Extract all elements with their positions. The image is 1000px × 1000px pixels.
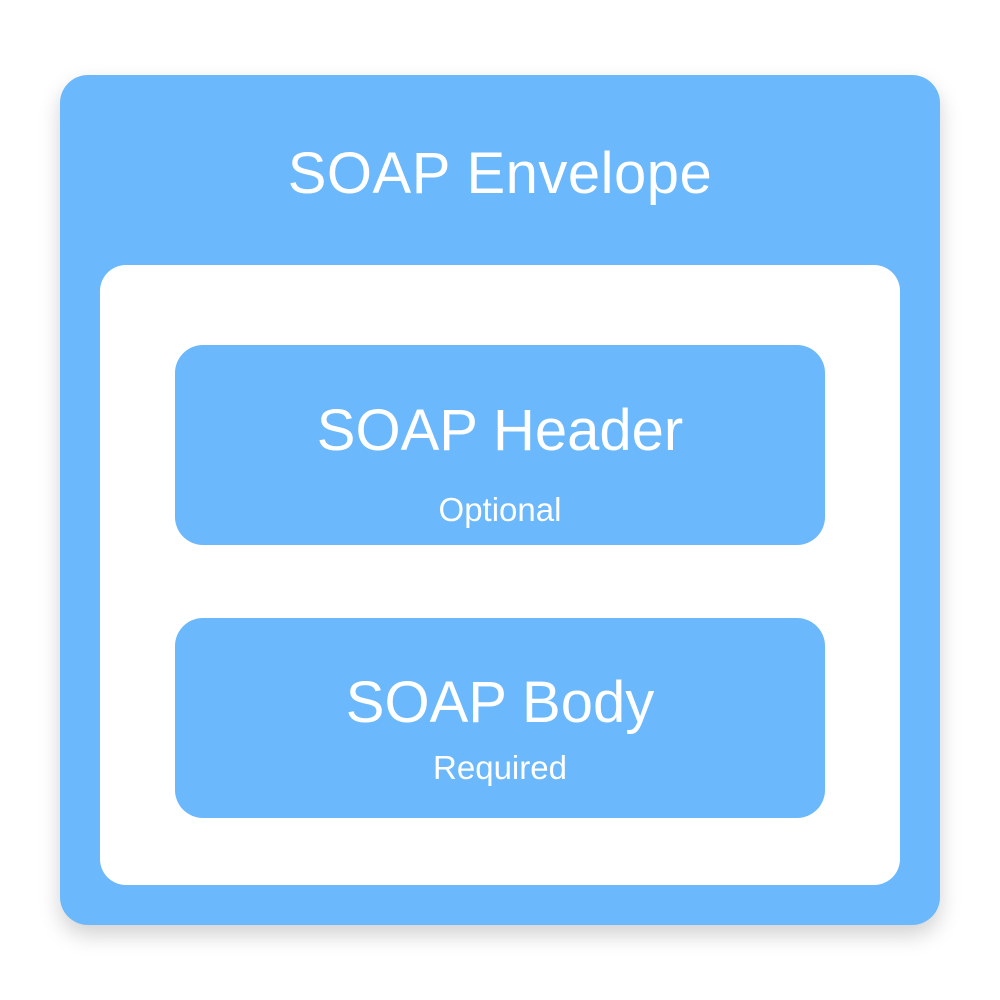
soap-body-title: SOAP Body [345,670,655,735]
envelope-title: SOAP Envelope [287,141,713,206]
soap-header-box: SOAP Header Optional [175,345,825,545]
soap-header-title: SOAP Header [316,398,684,463]
soap-header-subtitle: Optional [438,491,562,528]
soap-body-subtitle: Required [433,749,567,786]
soap-body-box: SOAP Body Required [175,618,825,818]
